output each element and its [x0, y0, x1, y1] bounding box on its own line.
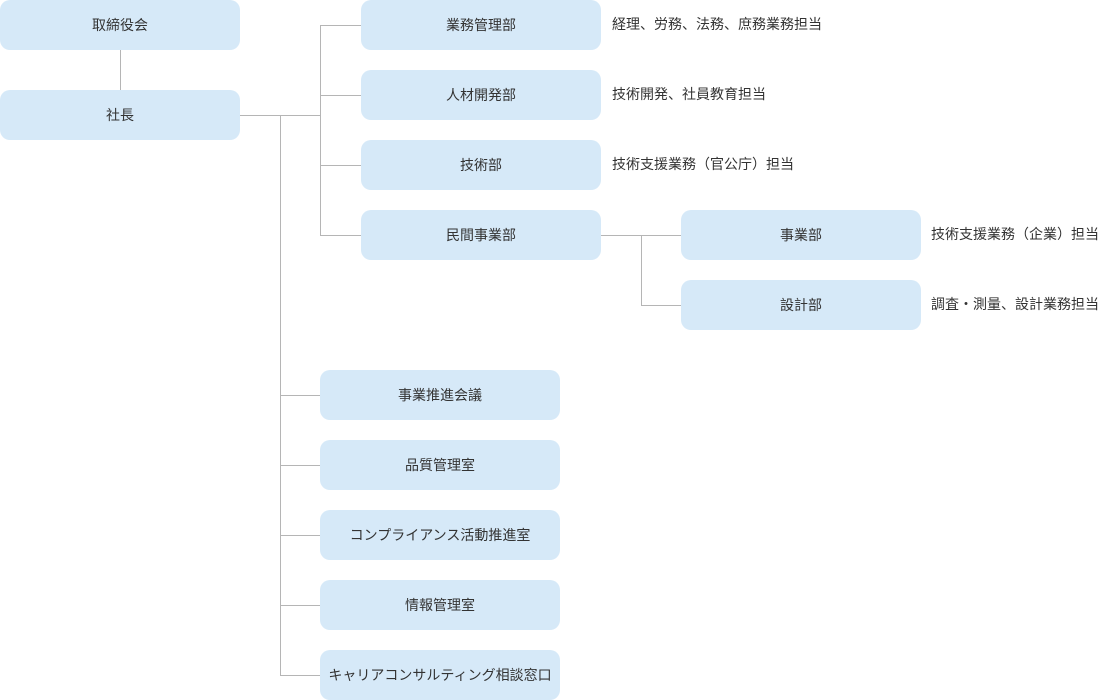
office-branch-3: [280, 535, 320, 536]
dept-branch-3: [320, 165, 361, 166]
subdept-jigyo: 事業部: [681, 210, 921, 260]
dept-gijutsu: 技術部: [361, 140, 601, 190]
dept-minkan-jigyo: 民間事業部: [361, 210, 601, 260]
office-branch-1: [280, 395, 320, 396]
dept-branch-4: [320, 235, 361, 236]
president-node: 社長: [0, 90, 240, 140]
subdept-sekkei-desc: 調査・測量、設計業務担当: [931, 297, 1098, 313]
sub-branch-2: [641, 305, 681, 306]
dept-branch-2: [320, 95, 361, 96]
dept-jinzai-kaihatsu: 人材開発部: [361, 70, 601, 120]
dept-gyomu-kanri-desc: 経理、労務、法務、庶務業務担当: [612, 17, 822, 33]
office-hinshitsu-kanri: 品質管理室: [320, 440, 560, 490]
office-branch-5: [280, 675, 320, 676]
board-president-connector: [120, 50, 121, 90]
office-branch-4: [280, 605, 320, 606]
office-joho-kanri: 情報管理室: [320, 580, 560, 630]
dept-jinzai-kaihatsu-desc: 技術開発、社員教育担当: [612, 87, 766, 103]
departments-spine: [320, 25, 321, 235]
subdept-jigyo-desc: 技術支援業務（企業）担当: [931, 227, 1098, 243]
office-jigyo-suishin: 事業推進会議: [320, 370, 560, 420]
dept-gyomu-kanri: 業務管理部: [361, 0, 601, 50]
office-compliance: コンプライアンス活動推進室: [320, 510, 560, 560]
sub-departments-spine: [641, 235, 642, 305]
dept-branch-1: [320, 25, 361, 26]
subdept-sekkei: 設計部: [681, 280, 921, 330]
office-branch-2: [280, 465, 320, 466]
board-node: 取締役会: [0, 0, 240, 50]
office-career-consulting: キャリアコンサルティング相談窓口: [320, 650, 560, 700]
dept-gijutsu-desc: 技術支援業務（官公庁）担当: [612, 157, 794, 173]
